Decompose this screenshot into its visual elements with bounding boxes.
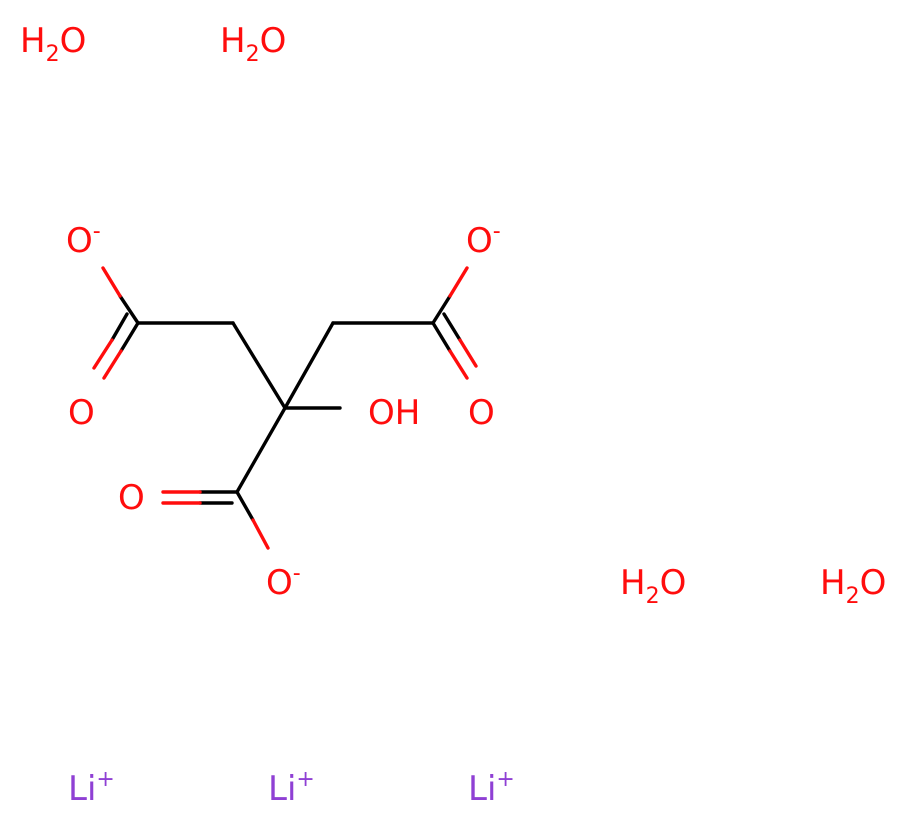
water-1: H2O [20,21,86,67]
bond-right-c-o-a [431,321,452,353]
bond-right-c-ominus-b [448,266,469,298]
bond-left-c-o-b [102,349,123,380]
bond-c-ch2-right [283,321,335,410]
bond-c-cooh-bottom [235,406,287,494]
lithium-ion-3: Li+ [468,767,515,809]
carbon-bonds [136,321,435,494]
left-carboxylate-oxygen: O- [66,219,101,261]
bond-right-c-o-double-a [442,312,462,342]
right-carboxylate-oxygen: O- [466,219,501,261]
water-2: H2O [220,21,286,67]
bottom-carbonyl-oxygen: O [118,478,145,518]
bond-left-c-ominus-a [118,294,140,325]
bond-c-ch2-left [231,321,287,410]
bond-left-c-o-a [119,321,140,353]
bond-left-c-o-double-b [92,338,114,370]
bond-right-c-o-double-b [458,338,478,368]
carboxyl-bonds [92,266,478,550]
oxygen-labels: O- O O- O OH O O- [66,219,501,603]
water-3: H2O [620,563,686,609]
bond-bottom-c-ominus-b [251,518,270,550]
bond-right-c-o-b [448,349,469,380]
hydroxyl-group: OH [368,393,420,433]
bottom-carboxylate-oxygen: O- [266,561,301,603]
lithium-ion-1: Li+ [68,767,115,809]
bond-left-c-o-double-a [110,312,129,342]
water-4: H2O [820,563,886,609]
right-carbonyl-oxygen: O [468,393,495,433]
bond-bottom-c-ominus-a [235,490,255,522]
bond-left-c-ominus-b [101,266,122,298]
lithium-ions: Li+ Li+ Li+ [68,767,515,809]
left-carbonyl-oxygen: O [68,393,95,433]
lithium-ion-2: Li+ [268,767,315,809]
bond-right-c-ominus-a [431,294,452,325]
water-molecules: H2O H2O H2O H2O [20,21,886,609]
